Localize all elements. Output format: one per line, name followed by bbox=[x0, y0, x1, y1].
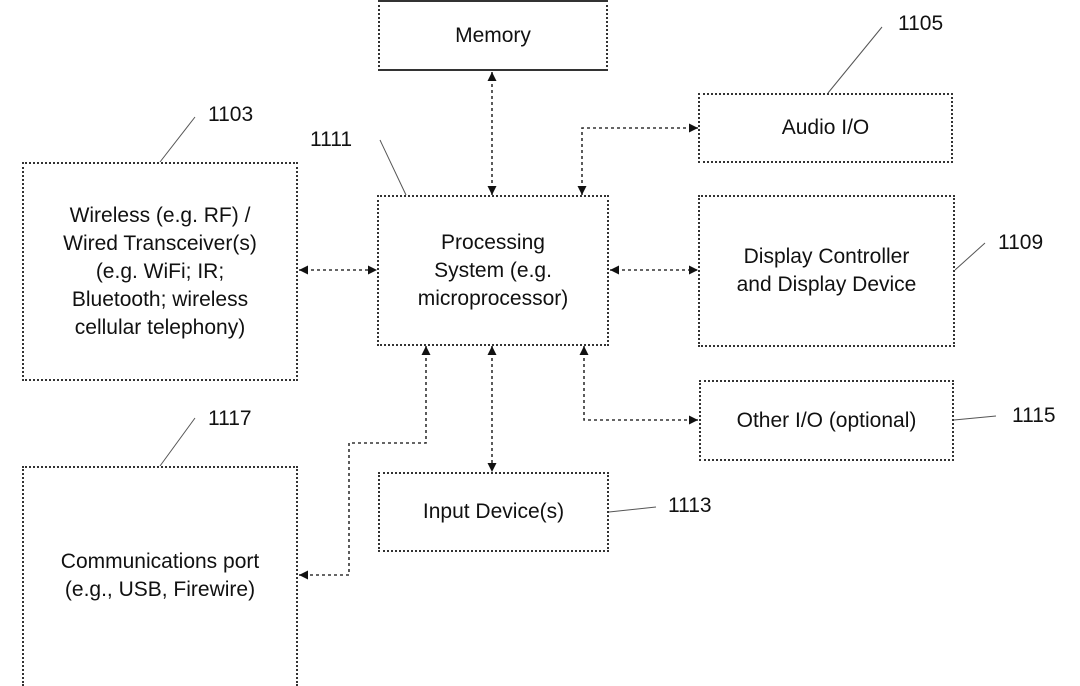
connector-processing-comm-port bbox=[299, 346, 431, 580]
display-controller-label: Display Controller and Display Device bbox=[736, 245, 917, 296]
wireless-transceiver-block: Wireless (e.g. RF) / Wired Transceiver(s… bbox=[22, 162, 298, 381]
audio-io-label: Audio I/O bbox=[781, 116, 870, 139]
memory-label: Memory bbox=[455, 23, 531, 47]
ref-1117: 1117 bbox=[208, 407, 252, 430]
input-device-block: Input Device(s) bbox=[378, 472, 609, 552]
leader-line-1115 bbox=[953, 415, 997, 421]
ref-1113: 1113 bbox=[668, 494, 712, 517]
connector-processing-audio bbox=[577, 123, 698, 195]
leader-line-1117 bbox=[159, 417, 196, 467]
display-controller-block: Display Controller and Display Device bbox=[698, 195, 955, 347]
leader-line-1103 bbox=[159, 116, 196, 163]
ref-1111: 1111 bbox=[310, 128, 353, 151]
ref-1103: 1103 bbox=[208, 103, 254, 126]
memory-block: Memory bbox=[378, 0, 608, 71]
wireless-transceiver-label: Wireless (e.g. RF) / Wired Transceiver(s… bbox=[63, 203, 257, 339]
input-device-label: Input Device(s) bbox=[422, 500, 565, 523]
ref-1105: 1105 bbox=[898, 12, 944, 35]
communications-port-label: Communications port (e.g., USB, Firewire… bbox=[60, 550, 260, 601]
communications-port-block: Communications port (e.g., USB, Firewire… bbox=[22, 466, 298, 686]
ref-1109: 1109 bbox=[998, 231, 1044, 254]
other-io-block: Other I/O (optional) bbox=[699, 380, 954, 461]
leader-line-1109 bbox=[954, 242, 986, 271]
connector-processing-other-io bbox=[579, 346, 698, 425]
other-io-label: Other I/O (optional) bbox=[736, 408, 917, 432]
leader-line-1111 bbox=[379, 139, 407, 196]
processing-system-block: Processing System (e.g. microprocessor) bbox=[377, 195, 609, 346]
ref-1115: 1115 bbox=[1012, 404, 1056, 427]
processing-system-label: Processing System (e.g. microprocessor) bbox=[417, 230, 569, 310]
leader-line-1105 bbox=[827, 26, 883, 94]
leader-line-1113 bbox=[608, 506, 657, 513]
audio-io-block: Audio I/O bbox=[698, 93, 953, 163]
